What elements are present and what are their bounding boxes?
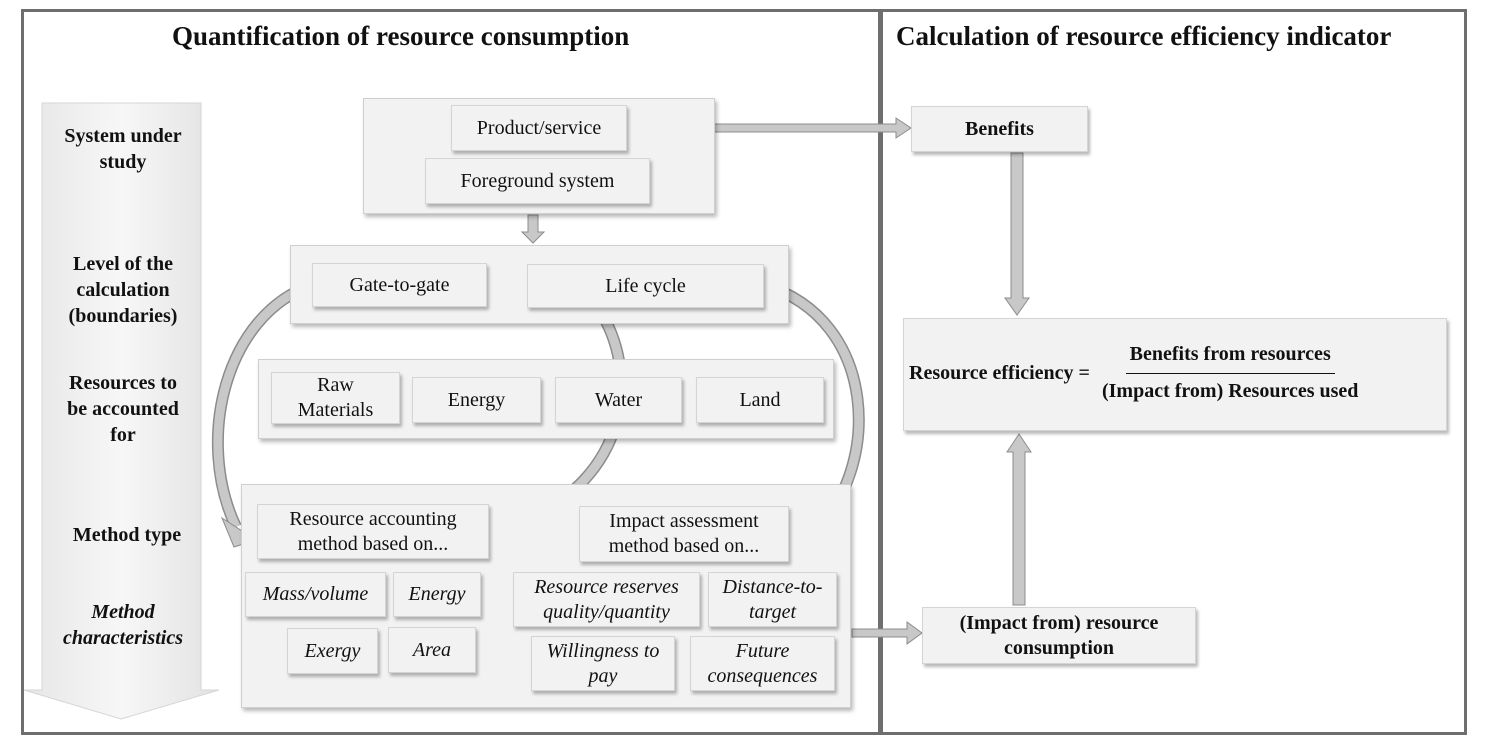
stage-arrow xyxy=(23,102,220,720)
right-panel xyxy=(878,9,1467,735)
exergy-box: Exergy xyxy=(287,628,378,674)
water-resource-box: Water xyxy=(555,377,682,423)
formula-numerator: Benefits from resources xyxy=(1125,343,1335,374)
stage-label-method-type: Method type xyxy=(72,524,182,546)
area-box: Area xyxy=(388,627,476,673)
formula-denominator: (Impact from) Resources used xyxy=(1101,380,1359,402)
resource-efficiency-formula: Resource efficiency = Benefits from reso… xyxy=(909,343,1362,403)
energy-characteristic-box: Energy xyxy=(393,572,481,617)
arrow-system-to-level xyxy=(520,214,546,244)
product-service-box: Product/service xyxy=(451,105,627,151)
benefits-box: Benefits xyxy=(911,106,1088,152)
left-panel xyxy=(21,9,883,735)
energy-resource-box: Energy xyxy=(412,377,541,423)
foreground-system-box: Foreground system xyxy=(425,158,650,204)
arrow-impact-to-efficiency xyxy=(1006,433,1032,606)
gate-to-gate-box: Gate-to-gate xyxy=(312,263,487,307)
mass-volume-box: Mass/volume xyxy=(245,572,386,617)
right-panel-title: Calculation of resource efficiency indic… xyxy=(896,21,1392,51)
left-panel-title: Quantification of resource consumption xyxy=(172,21,630,51)
arrow-methods-to-impact-consumption xyxy=(851,621,923,645)
arrow-benefits-to-efficiency xyxy=(1004,152,1030,316)
formula-lhs: Resource efficiency = xyxy=(909,361,1090,384)
resource-efficiency-box xyxy=(903,318,1447,431)
formula-fraction: Benefits from resources (Impact from) Re… xyxy=(1098,343,1362,403)
distance-to-target-box: Distance-to-target xyxy=(708,572,837,627)
life-cycle-box: Life cycle xyxy=(527,264,764,308)
land-resource-box: Land xyxy=(696,377,824,423)
